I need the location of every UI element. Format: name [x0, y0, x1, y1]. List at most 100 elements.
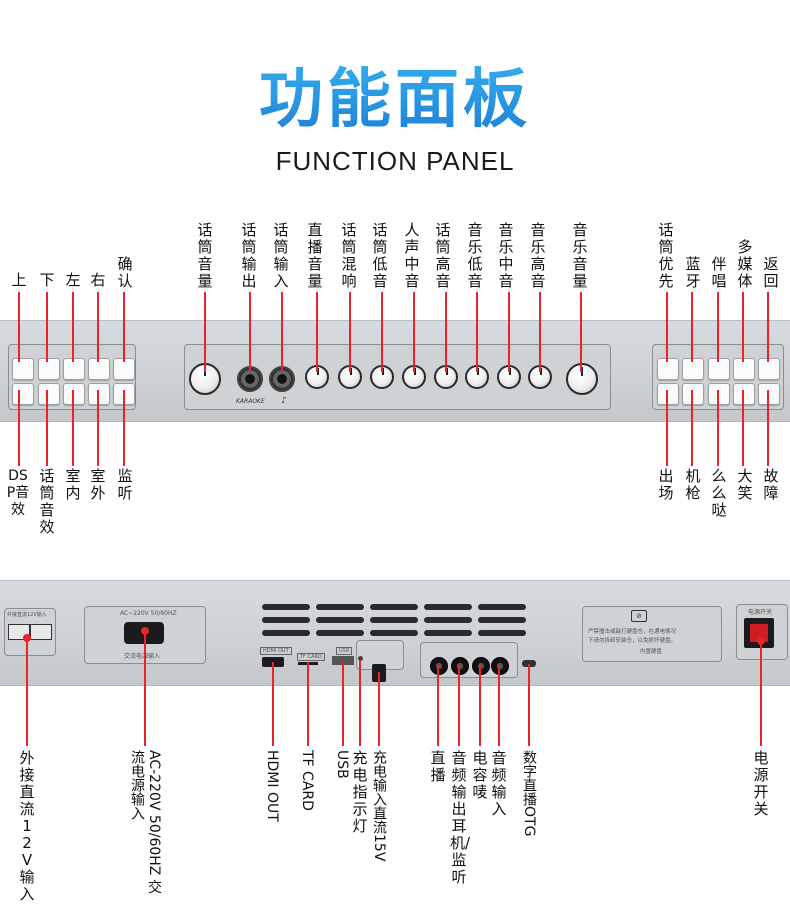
label-multimedia: 多媒体 [737, 238, 753, 290]
jack-audio-out[interactable] [451, 657, 469, 675]
button-mic-effect[interactable] [38, 383, 60, 405]
button-laugh[interactable] [733, 383, 755, 405]
leader-line [666, 292, 668, 362]
label-audio-out: 音频输出耳机/监听 [450, 749, 471, 886]
label-mic-out: 话筒输出 [241, 221, 257, 290]
no-entry-icon: ⊘ [631, 610, 647, 622]
warning-line-3: 内置硬盘 [640, 649, 663, 655]
leader-line [381, 292, 383, 372]
leader-line [580, 292, 582, 372]
leader-line [691, 292, 693, 362]
ac-input-label: AC~220V 50/60HZ [120, 610, 177, 617]
label-mic-in: 话筒输入 [273, 221, 289, 290]
button-left[interactable] [63, 358, 85, 380]
button-down[interactable] [38, 358, 60, 380]
jack-live[interactable] [430, 657, 448, 675]
label-ext-dc: 外接直流12V输入 [19, 749, 35, 903]
leader-line [476, 292, 478, 372]
usb-port[interactable] [332, 656, 354, 665]
jack-audio-in[interactable] [491, 657, 509, 675]
warning-line-2: 下请勿拆卸安装仓，以免损坏硬盘。 [588, 638, 677, 644]
leader-line [445, 292, 447, 372]
label-usb: USB [334, 750, 350, 779]
label-tf-card: TF CARD [299, 750, 315, 811]
leader-line [97, 292, 99, 362]
label-dsp: DSP音效 [6, 468, 30, 518]
label-charge-led: 充电指示灯 [352, 749, 368, 835]
leader-line [760, 640, 762, 746]
label-exit: 出场 [658, 467, 674, 502]
button-indoor[interactable] [63, 383, 85, 405]
guitar-icon: ♪ [281, 396, 287, 406]
button-back[interactable] [758, 358, 780, 380]
label-mmda: 么么哒 [711, 467, 727, 519]
leader-line [307, 662, 309, 746]
button-fault[interactable] [758, 383, 780, 405]
vent-slot [316, 604, 364, 610]
leader-line [316, 292, 318, 372]
ac-input-caption: 交流电源输入 [124, 653, 161, 660]
label-hdmi-out: HDMI OUT [264, 750, 280, 822]
leader-line [717, 292, 719, 362]
jack-condenser-mic[interactable] [472, 657, 490, 675]
label-mic-effect: 话筒音效 [39, 467, 55, 536]
label-charge-input: 充电输入直流15V [371, 750, 387, 862]
leader-line [349, 292, 351, 372]
button-accompany[interactable] [708, 358, 730, 380]
leader-line [691, 390, 693, 466]
button-bluetooth[interactable] [682, 358, 704, 380]
vent-slot [478, 617, 526, 623]
label-audio-in: 音频输入 [491, 749, 507, 818]
label-back: 返回 [763, 255, 779, 290]
otg-port[interactable] [522, 660, 536, 667]
label-mic-bass: 话筒低音 [372, 221, 388, 290]
label-mic-treble: 话筒高音 [435, 221, 451, 290]
leader-line [742, 292, 744, 362]
power-switch[interactable] [744, 618, 774, 648]
button-right[interactable] [88, 358, 110, 380]
button-up[interactable] [12, 358, 34, 380]
vent-slot [370, 617, 418, 623]
button-mic-priority[interactable] [657, 358, 679, 380]
label-accompany: 伴唱 [711, 255, 727, 290]
vent-slot [316, 617, 364, 623]
leader-line [479, 665, 481, 746]
leader-dot [23, 634, 31, 642]
leader-line [378, 672, 380, 746]
leader-line [18, 292, 20, 362]
label-down: 下 [39, 271, 55, 289]
label-laugh: 大笑 [737, 467, 753, 502]
label-bluetooth: 蓝牙 [685, 255, 701, 290]
label-indoor: 室内 [65, 467, 81, 502]
label-outdoor: 室外 [90, 467, 106, 502]
vent-slot [262, 630, 310, 636]
tf-tag: TF CARD [297, 653, 325, 661]
leader-line [272, 662, 274, 746]
power-switch-caption: 电源开关 [748, 609, 773, 616]
leader-line [717, 390, 719, 466]
button-mmda[interactable] [708, 383, 730, 405]
leader-line [144, 630, 146, 746]
leader-line [97, 390, 99, 466]
label-music-bass: 音乐低音 [467, 221, 483, 290]
label-mic-volume: 话筒音量 [197, 221, 213, 290]
ext-dc-terminal[interactable] [30, 624, 52, 640]
leader-line [767, 390, 769, 466]
label-condenser-mic: 电容唛 [472, 749, 488, 801]
leader-line [498, 665, 500, 746]
button-multimedia[interactable] [733, 358, 755, 380]
button-dsp[interactable] [12, 383, 34, 405]
leader-line [18, 390, 20, 466]
button-gunshot[interactable] [682, 383, 704, 405]
knob-music-volume[interactable] [566, 363, 598, 395]
vent-slot [478, 604, 526, 610]
label-live-volume: 直播音量 [307, 221, 323, 290]
button-outdoor[interactable] [88, 383, 110, 405]
leader-line [742, 390, 744, 466]
label-ac-input: AC-220V 50/60HZ 交流电源输入 [129, 750, 162, 894]
leader-line [359, 660, 361, 746]
button-exit[interactable] [657, 383, 679, 405]
leader-line [123, 390, 125, 466]
ext-dc-caption: 外接直流12V输入 [7, 612, 47, 618]
vent-slot [370, 604, 418, 610]
